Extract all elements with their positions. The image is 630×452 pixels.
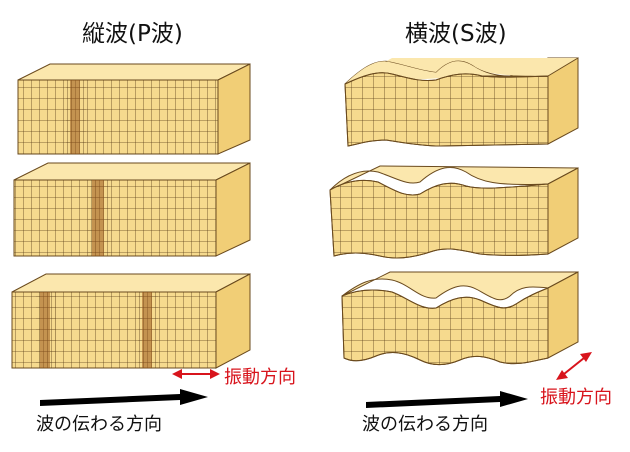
s-vibration-label: 振動方向: [540, 387, 612, 408]
s-block-1-top-fill: [345, 58, 578, 84]
p-block-1-side: [217, 63, 251, 155]
p-block-3-band-a: [40, 292, 50, 368]
p-block-2-top: [13, 162, 251, 181]
s-wave-block-1: [344, 57, 579, 147]
p-block-3-top: [11, 273, 251, 293]
p-block-1-top: [17, 63, 251, 81]
s-wave-block-2: [329, 165, 579, 259]
title-p-wave: 縦波(P波): [82, 21, 183, 47]
p-propagation-label: 波の伝わる方向: [36, 414, 162, 435]
s-wave-block-3: [341, 271, 579, 365]
s-block-3-top-fill: [341, 271, 579, 301]
p-vibration-arrow: [172, 369, 220, 379]
p-propagation-arrow: [40, 389, 208, 406]
p-vibration-label: 振動方向: [224, 367, 296, 388]
p-block-1-band: [70, 80, 80, 154]
p-block-1-grid: [18, 80, 218, 154]
p-wave-block-3: [11, 273, 251, 369]
p-block-2-band: [92, 180, 104, 256]
p-block-2-grid: [14, 180, 216, 256]
s-vibration-arrow: [556, 352, 592, 380]
s-propagation-label: 波の伝わる方向: [362, 414, 488, 435]
s-block-2-grid: [329, 179, 549, 259]
s-propagation-arrow: [366, 391, 528, 408]
p-wave-block-2: [13, 162, 251, 257]
title-s-wave: 横波(S波): [405, 21, 507, 47]
s-block-1-grid: [344, 72, 549, 147]
p-block-2-side: [215, 162, 251, 257]
p-block-3-band-b: [142, 292, 152, 368]
s-block-2-top-fill: [329, 165, 579, 191]
p-wave-block-1: [17, 63, 251, 155]
s-block-3-grid: [341, 287, 549, 365]
